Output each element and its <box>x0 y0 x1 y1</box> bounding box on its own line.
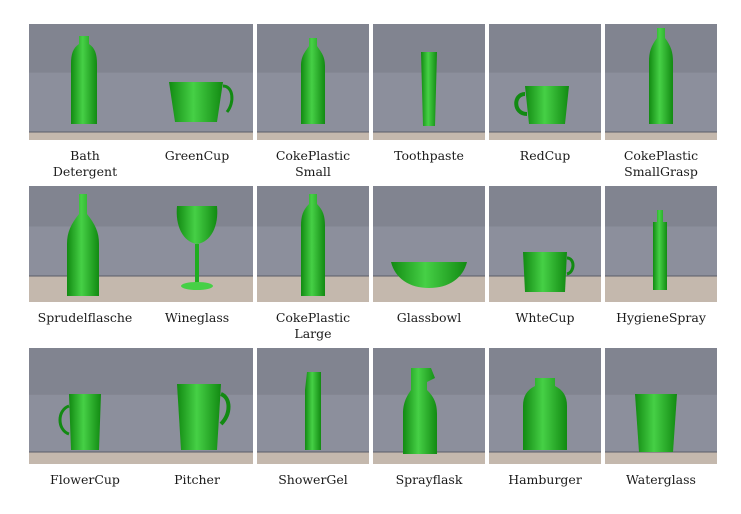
object-image-wineglass <box>141 186 253 302</box>
object-image-coke-large <box>257 186 369 302</box>
object-image-coke-small-grasp <box>605 24 717 140</box>
object-label: Wineglass <box>164 310 230 325</box>
object-label: RedCup <box>519 148 571 163</box>
object-label: Pitcher <box>174 472 220 487</box>
object-label: HygieneSpray <box>616 310 706 325</box>
object-label: CokePlastic Small <box>275 148 351 179</box>
object-image-coke-small <box>257 24 369 140</box>
object-image-flower-cup <box>29 348 141 464</box>
object-cell-green-cup: GreenCup <box>141 24 253 184</box>
object-cell-flower-cup: FlowerCup <box>29 348 141 508</box>
object-cell-wineglass: Wineglass <box>141 186 253 346</box>
object-label: Hamburger <box>508 472 582 487</box>
object-image-white-cup <box>489 186 601 302</box>
object-label: GreenCup <box>164 148 230 163</box>
object-label: Glassbowl <box>396 310 462 325</box>
object-cell-sprudel-bottle: Sprudelflasche <box>29 186 141 346</box>
object-label: WhteCup <box>515 310 575 325</box>
object-label: CokePlastic Large <box>275 310 351 341</box>
object-label: Waterglass <box>626 472 696 487</box>
object-cell-shower-gel: ShowerGel <box>257 348 369 508</box>
object-image-shower-gel <box>257 348 369 464</box>
object-cell-bath-bottle: Bath Detergent <box>29 24 141 184</box>
object-label: Bath Detergent <box>52 148 118 179</box>
object-cell-white-cup: WhteCup <box>489 186 601 346</box>
object-cell-hygiene-spray: HygieneSpray <box>605 186 717 346</box>
object-image-red-cup <box>489 24 601 140</box>
object-cell-hamburger: Hamburger <box>489 348 601 508</box>
object-image-glassbowl <box>373 186 485 302</box>
object-cell-coke-small-grasp: CokePlastic SmallGrasp <box>605 24 717 184</box>
object-cell-coke-large: CokePlastic Large <box>257 186 369 346</box>
object-cell-waterglass: Waterglass <box>605 348 717 508</box>
object-cell-glassbowl: Glassbowl <box>373 186 485 346</box>
object-cell-toothpaste: Toothpaste <box>373 24 485 184</box>
object-image-toothpaste <box>373 24 485 140</box>
object-image-hygiene-spray <box>605 186 717 302</box>
object-cell-sprayflask: Sprayflask <box>373 348 485 508</box>
object-image-hamburger <box>489 348 601 464</box>
object-image-green-cup <box>141 24 253 140</box>
object-image-waterglass <box>605 348 717 464</box>
object-cell-red-cup: RedCup <box>489 24 601 184</box>
object-cell-coke-small: CokePlastic Small <box>257 24 369 184</box>
object-image-bath-bottle <box>29 24 141 140</box>
object-label: CokePlastic SmallGrasp <box>623 148 699 179</box>
object-image-sprayflask <box>373 348 485 464</box>
object-label: ShowerGel <box>278 472 348 487</box>
object-image-sprudel-bottle <box>29 186 141 302</box>
object-label: Sprudelflasche <box>37 310 133 325</box>
object-image-pitcher <box>141 348 253 464</box>
object-label: FlowerCup <box>50 472 120 487</box>
object-label: Sprayflask <box>395 472 463 487</box>
object-cell-pitcher: Pitcher <box>141 348 253 508</box>
object-label: Toothpaste <box>394 148 464 163</box>
